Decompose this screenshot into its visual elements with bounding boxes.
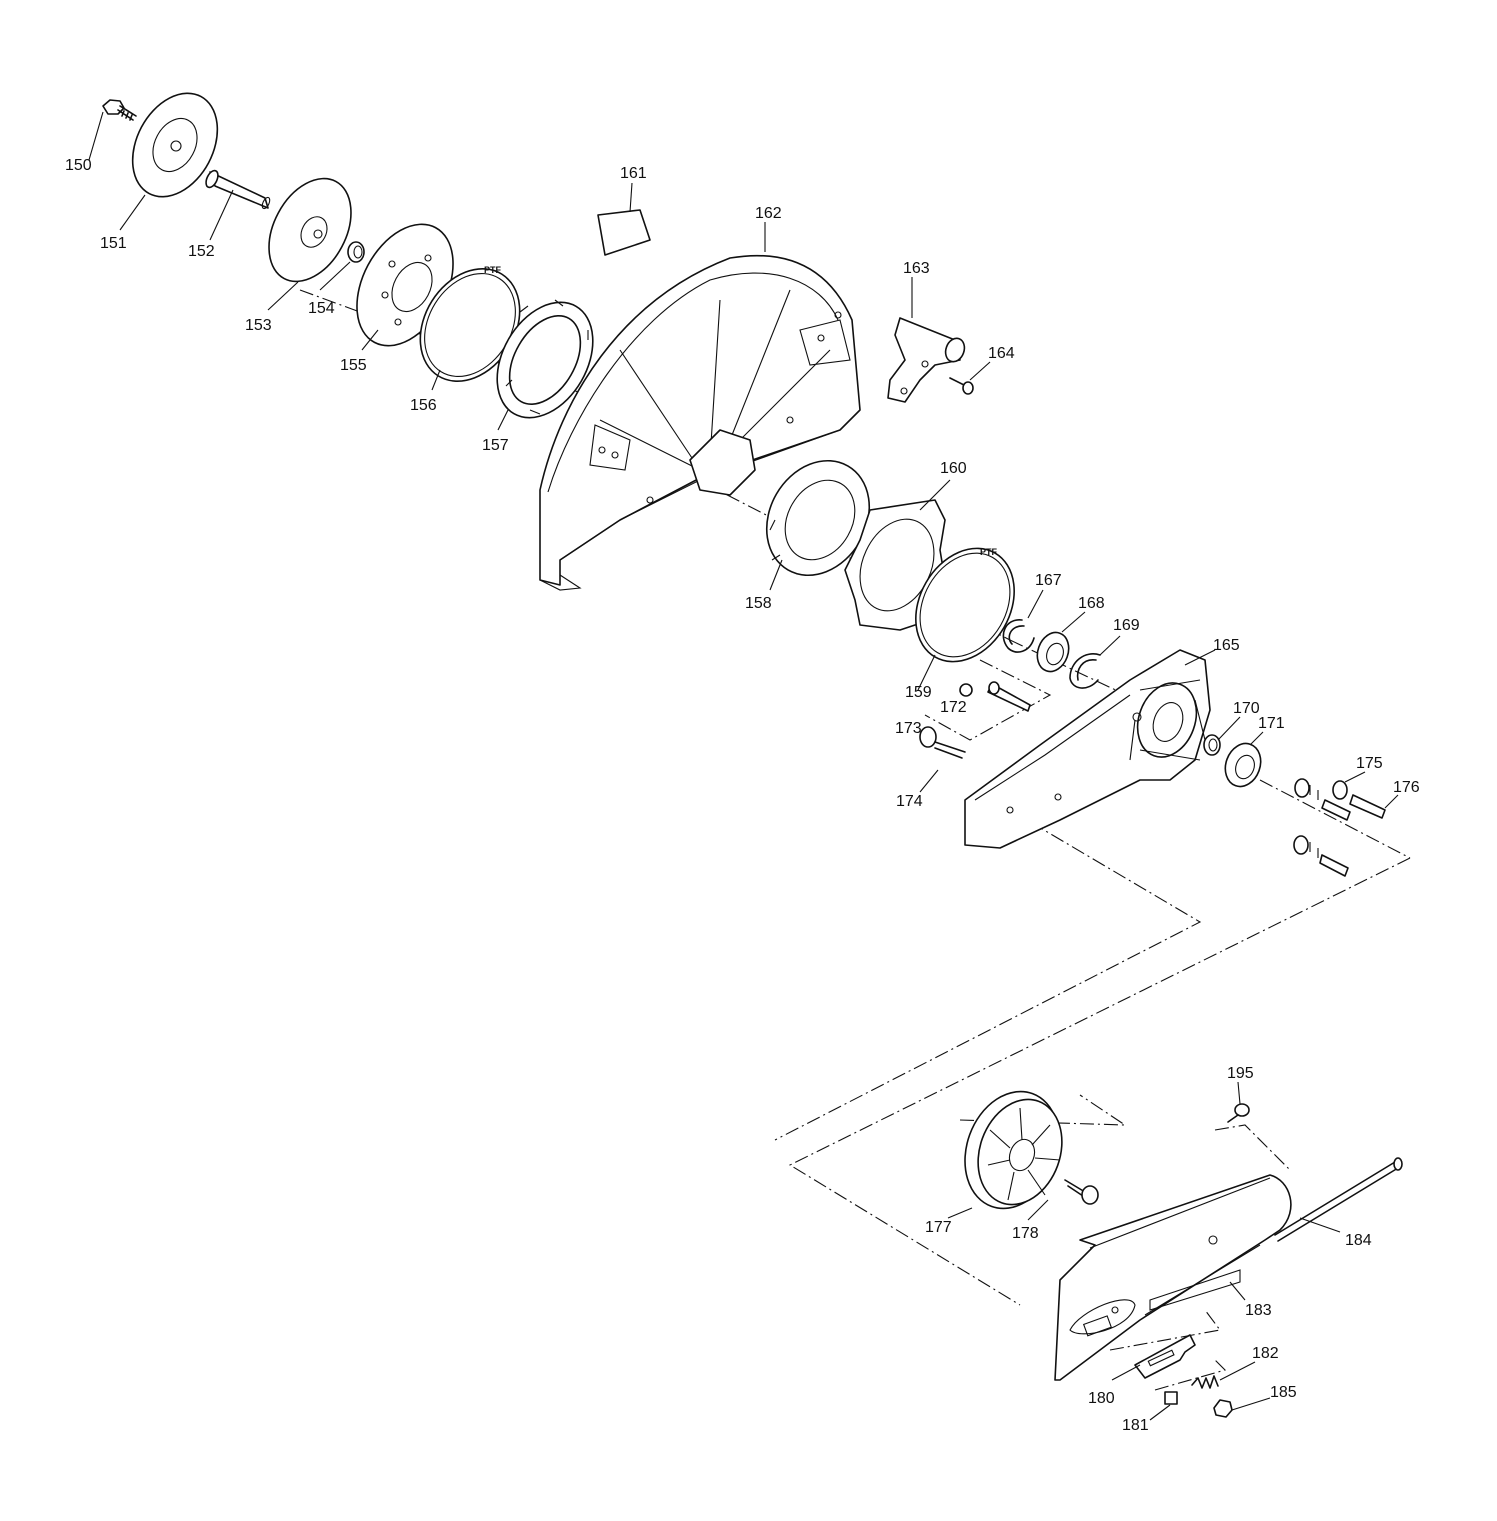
label-171: 171 [1258, 715, 1285, 732]
part-159-ptf-ring: PTF [915, 547, 1015, 663]
part-180-slider [1134, 1334, 1196, 1379]
label-183: 183 [1245, 1302, 1272, 1319]
part-165-arm [964, 649, 1211, 849]
part-178-bolt [1064, 1179, 1099, 1205]
part-154-bushing [347, 241, 365, 263]
label-185: 185 [1270, 1384, 1297, 1401]
label-164: 164 [988, 345, 1015, 362]
label-158: 158 [745, 595, 772, 612]
label-172: 172 [940, 699, 967, 716]
part-169-snap-ring [1069, 653, 1101, 689]
part-152-spindle [205, 169, 271, 210]
label-168: 168 [1078, 595, 1105, 612]
part-labels: 150 151 152 153 154 155 156 157 161 162 … [65, 157, 1420, 1434]
label-162: 162 [755, 205, 782, 222]
label-184: 184 [1345, 1232, 1372, 1249]
leader-lines [88, 111, 1399, 1421]
part-173-pin [987, 681, 1031, 712]
label-165: 165 [1213, 637, 1240, 654]
label-180: 180 [1088, 1390, 1115, 1407]
part-163-handle-lever [887, 317, 966, 403]
label-153: 153 [245, 317, 272, 334]
part-195-screw [1227, 1103, 1250, 1123]
label-169: 169 [1113, 617, 1140, 634]
part-158-ring-plate [765, 459, 871, 577]
label-151: 151 [100, 235, 127, 252]
part-181-block [1164, 1391, 1178, 1405]
part-185-nut [1213, 1399, 1233, 1418]
part-174-bolt [919, 726, 966, 759]
part-182-spring [1191, 1375, 1219, 1389]
part-171-bearing [1224, 742, 1262, 788]
label-152: 152 [188, 243, 215, 260]
label-181: 181 [1122, 1417, 1149, 1434]
label-157: 157 [482, 437, 509, 454]
label-154: 154 [308, 300, 335, 317]
part-177-pulley [964, 1090, 1063, 1210]
label-170: 170 [1233, 700, 1260, 717]
part-162-blade-guard [539, 254, 861, 591]
part-170-washer [1203, 734, 1221, 756]
part-157-seal-ring [496, 299, 594, 419]
part-184-long-bolt [1274, 1157, 1403, 1242]
label-173: 173 [895, 720, 922, 737]
label-174: 174 [896, 793, 923, 810]
part-150-bolt [102, 99, 137, 121]
label-175: 175 [1356, 755, 1383, 772]
label-155: 155 [340, 357, 367, 374]
label-160: 160 [940, 460, 967, 477]
ptf-marking-156: PTF [484, 265, 502, 275]
part-167-snap-ring [1002, 619, 1035, 653]
label-182: 182 [1252, 1345, 1279, 1362]
label-159: 159 [905, 684, 932, 701]
part-161-label-plate [597, 209, 651, 256]
label-195: 195 [1227, 1065, 1254, 1082]
part-172-o-ring [959, 683, 973, 697]
part-153-inner-flange [268, 177, 352, 283]
part-168-bearing [1036, 631, 1070, 673]
part-183-belt-cover [1054, 1174, 1292, 1381]
label-156: 156 [410, 397, 437, 414]
part-176-bolts [1319, 794, 1386, 877]
label-178: 178 [1012, 1225, 1039, 1242]
ptf-marking-159: PTF [980, 547, 998, 557]
label-163: 163 [903, 260, 930, 277]
part-175-springs [1293, 778, 1348, 858]
label-176: 176 [1393, 779, 1420, 796]
label-167: 167 [1035, 572, 1062, 589]
label-161: 161 [620, 165, 647, 182]
label-177: 177 [925, 1219, 952, 1236]
part-164-screw [949, 377, 974, 395]
label-150: 150 [65, 157, 92, 174]
part-151-outer-flange [131, 92, 219, 198]
